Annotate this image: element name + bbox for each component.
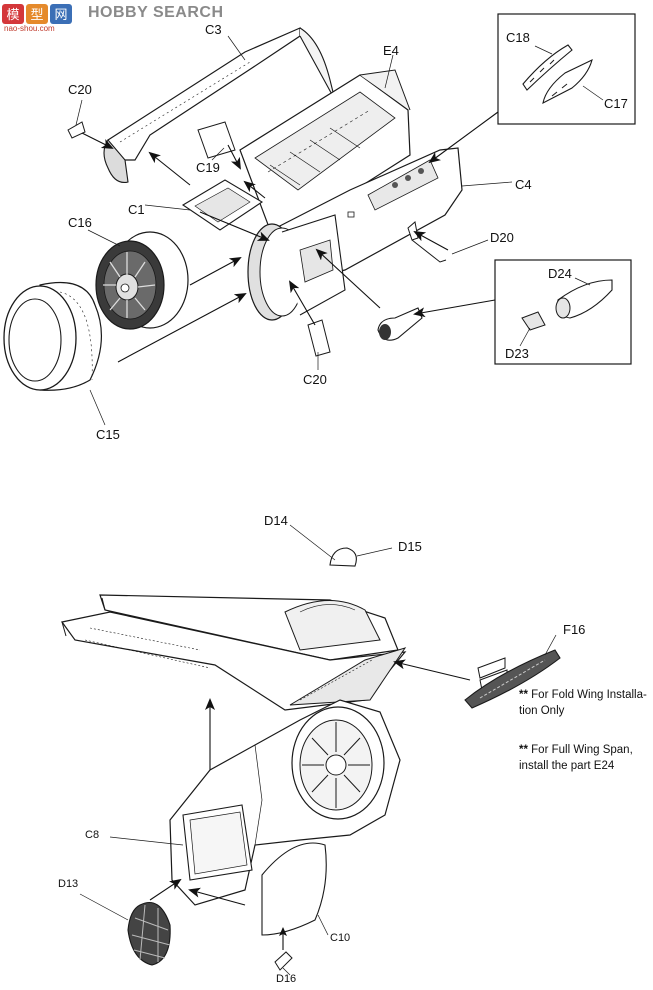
part-c19-panel [197,121,236,159]
note-fold-wing: ** For Fold Wing Installa- tion Only [519,687,649,719]
label-c17: C17 [604,96,628,111]
part-c3-upper-cowl [103,27,336,183]
label-c10: C10 [330,932,351,944]
label-d24: D24 [548,266,572,281]
part-c20-bottom [307,319,331,357]
watermark-char-3: 网 [54,8,67,23]
note-full-line2: install the part E24 [519,760,615,772]
part-d13-grille [127,901,171,966]
note-fold-line1: For Fold Wing Installa- [531,689,647,701]
part-c20-top [67,121,86,139]
watermark-subtext: nao-shou.com [4,24,55,33]
note-fold-line2: tion Only [519,705,565,717]
part-c15-cowl-ring [3,281,103,391]
label-c3: C3 [205,22,222,37]
watermark-logo-icon: 模 型 网 [2,4,72,24]
label-d20: D20 [490,230,514,245]
note-full-wing: ** For Full Wing Span, install the part … [519,742,651,774]
top-leader-lines [75,35,604,426]
part-firewall-ring [247,214,346,321]
part-lower-fuselage [169,699,401,906]
inset-c17-c18 [497,13,636,125]
label-c20-bottom: C20 [303,372,327,387]
part-d16 [274,951,293,971]
label-d23: D23 [505,346,529,361]
arrow-f16 [393,659,471,681]
note-full-stars: ** [519,744,528,756]
part-wing-center-section [60,594,407,711]
label-c19: C19 [196,160,220,175]
part-e4-fuselage-upper [239,69,411,231]
label-c18: C18 [506,30,530,45]
watermark-char-2: 型 [30,8,43,23]
bottom-leader-lines [79,634,557,976]
label-c15: C15 [96,427,120,442]
part-c10-panel [261,842,327,936]
label-f16: F16 [563,622,586,637]
part-c16-engine [95,231,189,330]
top-arrows [81,111,499,363]
note-fold-stars: ** [519,689,528,701]
label-c8: C8 [85,829,100,841]
watermark-text: HOBBY SEARCH [88,4,224,21]
note-full-line1: For Full Wing Span, [531,744,633,756]
part-exhaust-stub [377,307,423,341]
label-d14: D14 [264,513,288,528]
part-d14-d15-headrest [289,524,393,567]
label-d15: D15 [398,539,422,554]
inset-d23-d24 [494,259,632,365]
label-c1: C1 [128,202,145,217]
label-d13: D13 [58,878,79,890]
label-c16: C16 [68,215,92,230]
label-c20-top: C20 [68,82,92,97]
bottom-arrows [149,698,287,950]
part-f16-wing-fold [464,649,561,709]
part-d20-bracket [407,221,447,263]
watermark-char-1: 模 [6,8,19,23]
label-d16: D16 [276,973,297,985]
part-c1-cockpit-floor [181,179,264,231]
label-e4: E4 [383,43,399,58]
label-c4: C4 [515,177,532,192]
